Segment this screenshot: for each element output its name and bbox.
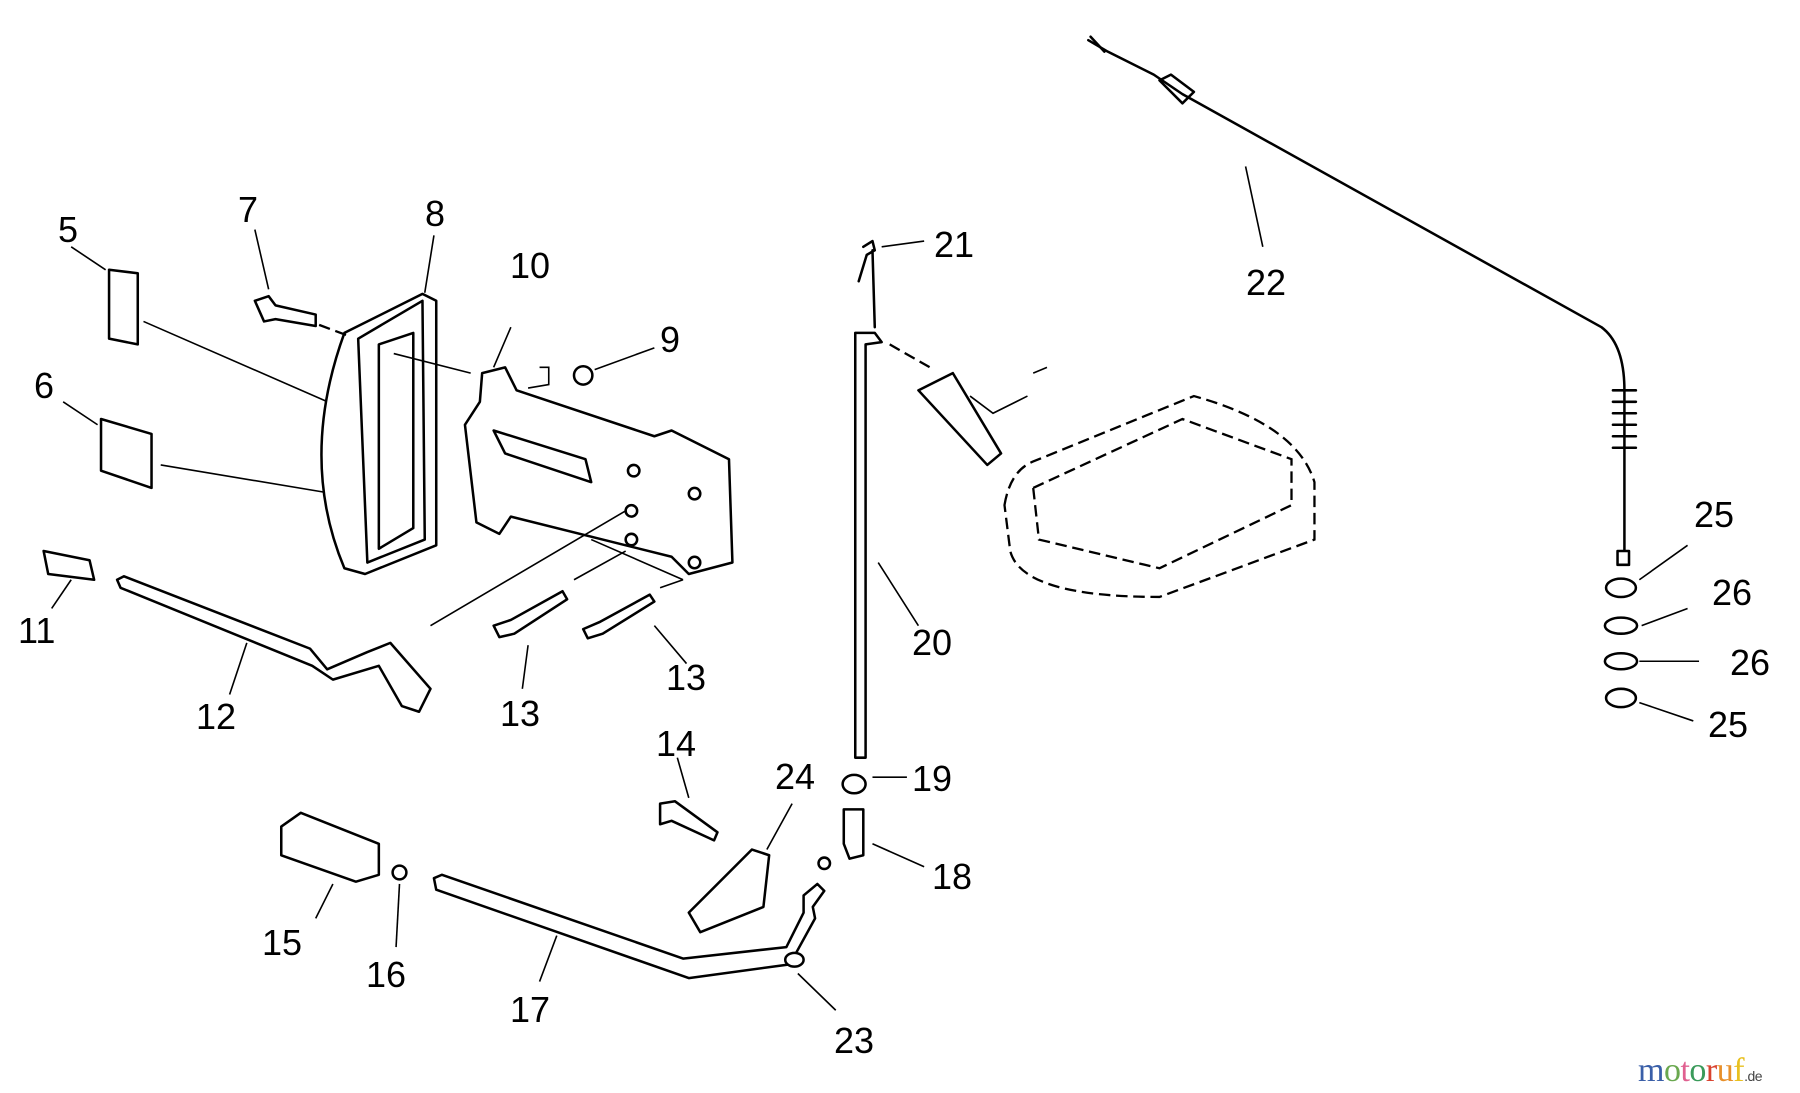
- lever-plate: [917, 371, 1003, 467]
- nut-16: [391, 864, 408, 881]
- decal-6: [99, 417, 153, 490]
- watermark-letter: r: [1705, 1052, 1717, 1089]
- rod-17: [432, 873, 826, 980]
- callout-22: 22: [1246, 262, 1286, 303]
- nut-25a: [1604, 577, 1638, 599]
- watermark-letter: t: [1680, 1052, 1690, 1089]
- callout-26a: 26: [1712, 572, 1752, 613]
- callout-8: 8: [425, 193, 445, 234]
- watermark-letter: o: [1689, 1052, 1706, 1089]
- callout-15: 15: [262, 922, 302, 963]
- callout-18: 18: [932, 856, 972, 897]
- grip-11: [42, 549, 96, 582]
- watermark-suffix: .de: [1744, 1068, 1763, 1084]
- callout-20: 20: [912, 622, 952, 663]
- callout-11: 11: [18, 610, 55, 651]
- washer-26b: [1603, 651, 1639, 671]
- nut-19: [841, 773, 867, 795]
- rod-12: [115, 575, 432, 714]
- callout-12: 12: [196, 696, 236, 737]
- callout-25b: 25: [1708, 704, 1748, 745]
- callout-7: 7: [238, 189, 258, 230]
- callout-6: 6: [34, 365, 54, 406]
- callout-21: 21: [934, 224, 974, 265]
- screw-7: [253, 294, 317, 328]
- watermark-letter: u: [1716, 1052, 1734, 1089]
- callout-26b: 26: [1730, 642, 1770, 683]
- pin-21: [857, 239, 877, 329]
- bracket-10: [463, 366, 734, 576]
- tray: [1003, 394, 1316, 599]
- callout-5: 5: [58, 209, 78, 250]
- callout-13b: 13: [666, 657, 706, 698]
- callout-labels: 5 6 7 8 9 10 11 12 13 13 14 15 16 17 18 …: [18, 189, 1770, 1061]
- callout-24: 24: [775, 756, 815, 797]
- watermark-logo: motoruf.de: [1638, 1052, 1763, 1090]
- callout-17: 17: [510, 989, 550, 1030]
- watermark-letter: f: [1733, 1052, 1745, 1089]
- screw-14: [658, 800, 719, 842]
- grip-15: [279, 811, 381, 883]
- washer-23: [783, 951, 805, 968]
- nut-25b: [1604, 687, 1638, 709]
- screw-13a: [492, 589, 569, 639]
- watermark-text: motoruf: [1638, 1052, 1745, 1089]
- callout-9: 9: [660, 319, 680, 360]
- joint-18: [842, 808, 865, 860]
- screw-13b: [581, 593, 656, 640]
- bracket-24: [687, 848, 771, 934]
- callout-13a: 13: [500, 693, 540, 734]
- watermark-letter: o: [1663, 1052, 1681, 1089]
- watermark-letter: m: [1638, 1052, 1664, 1089]
- cable-22: [1087, 38, 1626, 553]
- decal-5: [107, 268, 140, 346]
- callout-16: 16: [366, 954, 406, 995]
- callout-23: 23: [834, 1020, 874, 1061]
- callout-25a: 25: [1694, 494, 1734, 535]
- callout-14: 14: [656, 723, 696, 764]
- nut-9: [572, 364, 594, 386]
- callout-19: 19: [912, 758, 952, 799]
- washer-26a: [1603, 616, 1639, 635]
- rod-20: [853, 331, 883, 759]
- callout-10: 10: [510, 245, 550, 286]
